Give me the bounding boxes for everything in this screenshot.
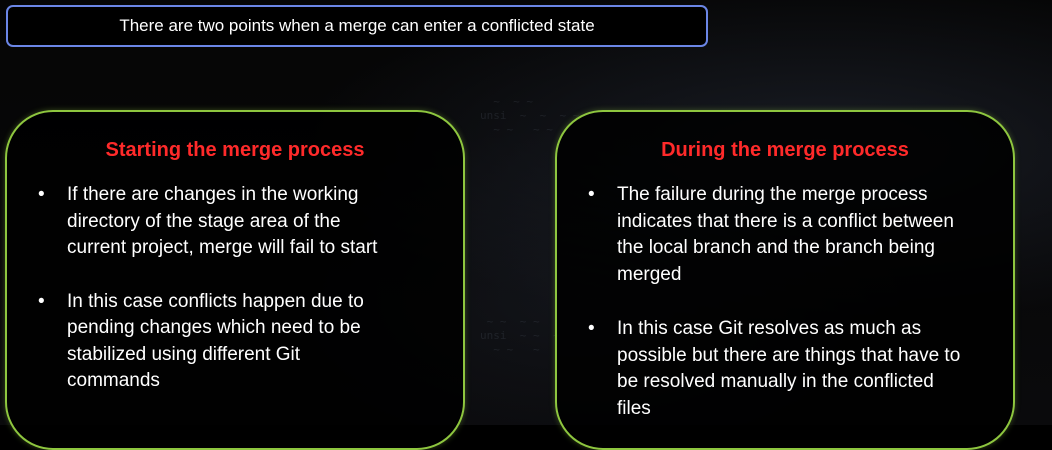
- list-item: • The failure during the merge process i…: [557, 182, 972, 288]
- list-item-text: In this case Git resolves as much as pos…: [617, 318, 961, 419]
- list-item: • In this case conflicts happen due to p…: [7, 289, 397, 395]
- card-starting-merge: Starting the merge process • If there ar…: [5, 110, 465, 450]
- list-item: • In this case Git resolves as much as p…: [557, 316, 972, 422]
- list-item-text: In this case conflicts happen due to pen…: [67, 290, 364, 392]
- bullet-icon: •: [38, 290, 45, 312]
- list-item-text: The failure during the merge process ind…: [617, 184, 954, 285]
- bullet-list: • If there are changes in the working di…: [7, 182, 397, 395]
- bullet-icon: •: [588, 318, 595, 339]
- slide-title: There are two points when a merge can en…: [119, 16, 595, 35]
- list-item: • If there are changes in the working di…: [7, 182, 397, 262]
- bullet-icon: •: [38, 184, 45, 205]
- bullet-icon: •: [588, 184, 595, 205]
- bullet-list: • The failure during the merge process i…: [557, 182, 972, 422]
- title-banner: There are two points when a merge can en…: [6, 5, 708, 47]
- background-code-decoration: ~ ~ ~ unsi ~ ~ ~ ~ ~ ~ ~ ~: [480, 95, 580, 136]
- card-during-merge: During the merge process • The failure d…: [555, 110, 1015, 450]
- card-heading: Starting the merge process: [105, 139, 365, 161]
- background-code-decoration-2: ~ ~ ~ ~ unsi ~ ~ ~ ~ ~ ~: [480, 315, 559, 356]
- card-heading: During the merge process: [661, 139, 909, 161]
- list-item-text: If there are changes in the working dire…: [67, 184, 378, 258]
